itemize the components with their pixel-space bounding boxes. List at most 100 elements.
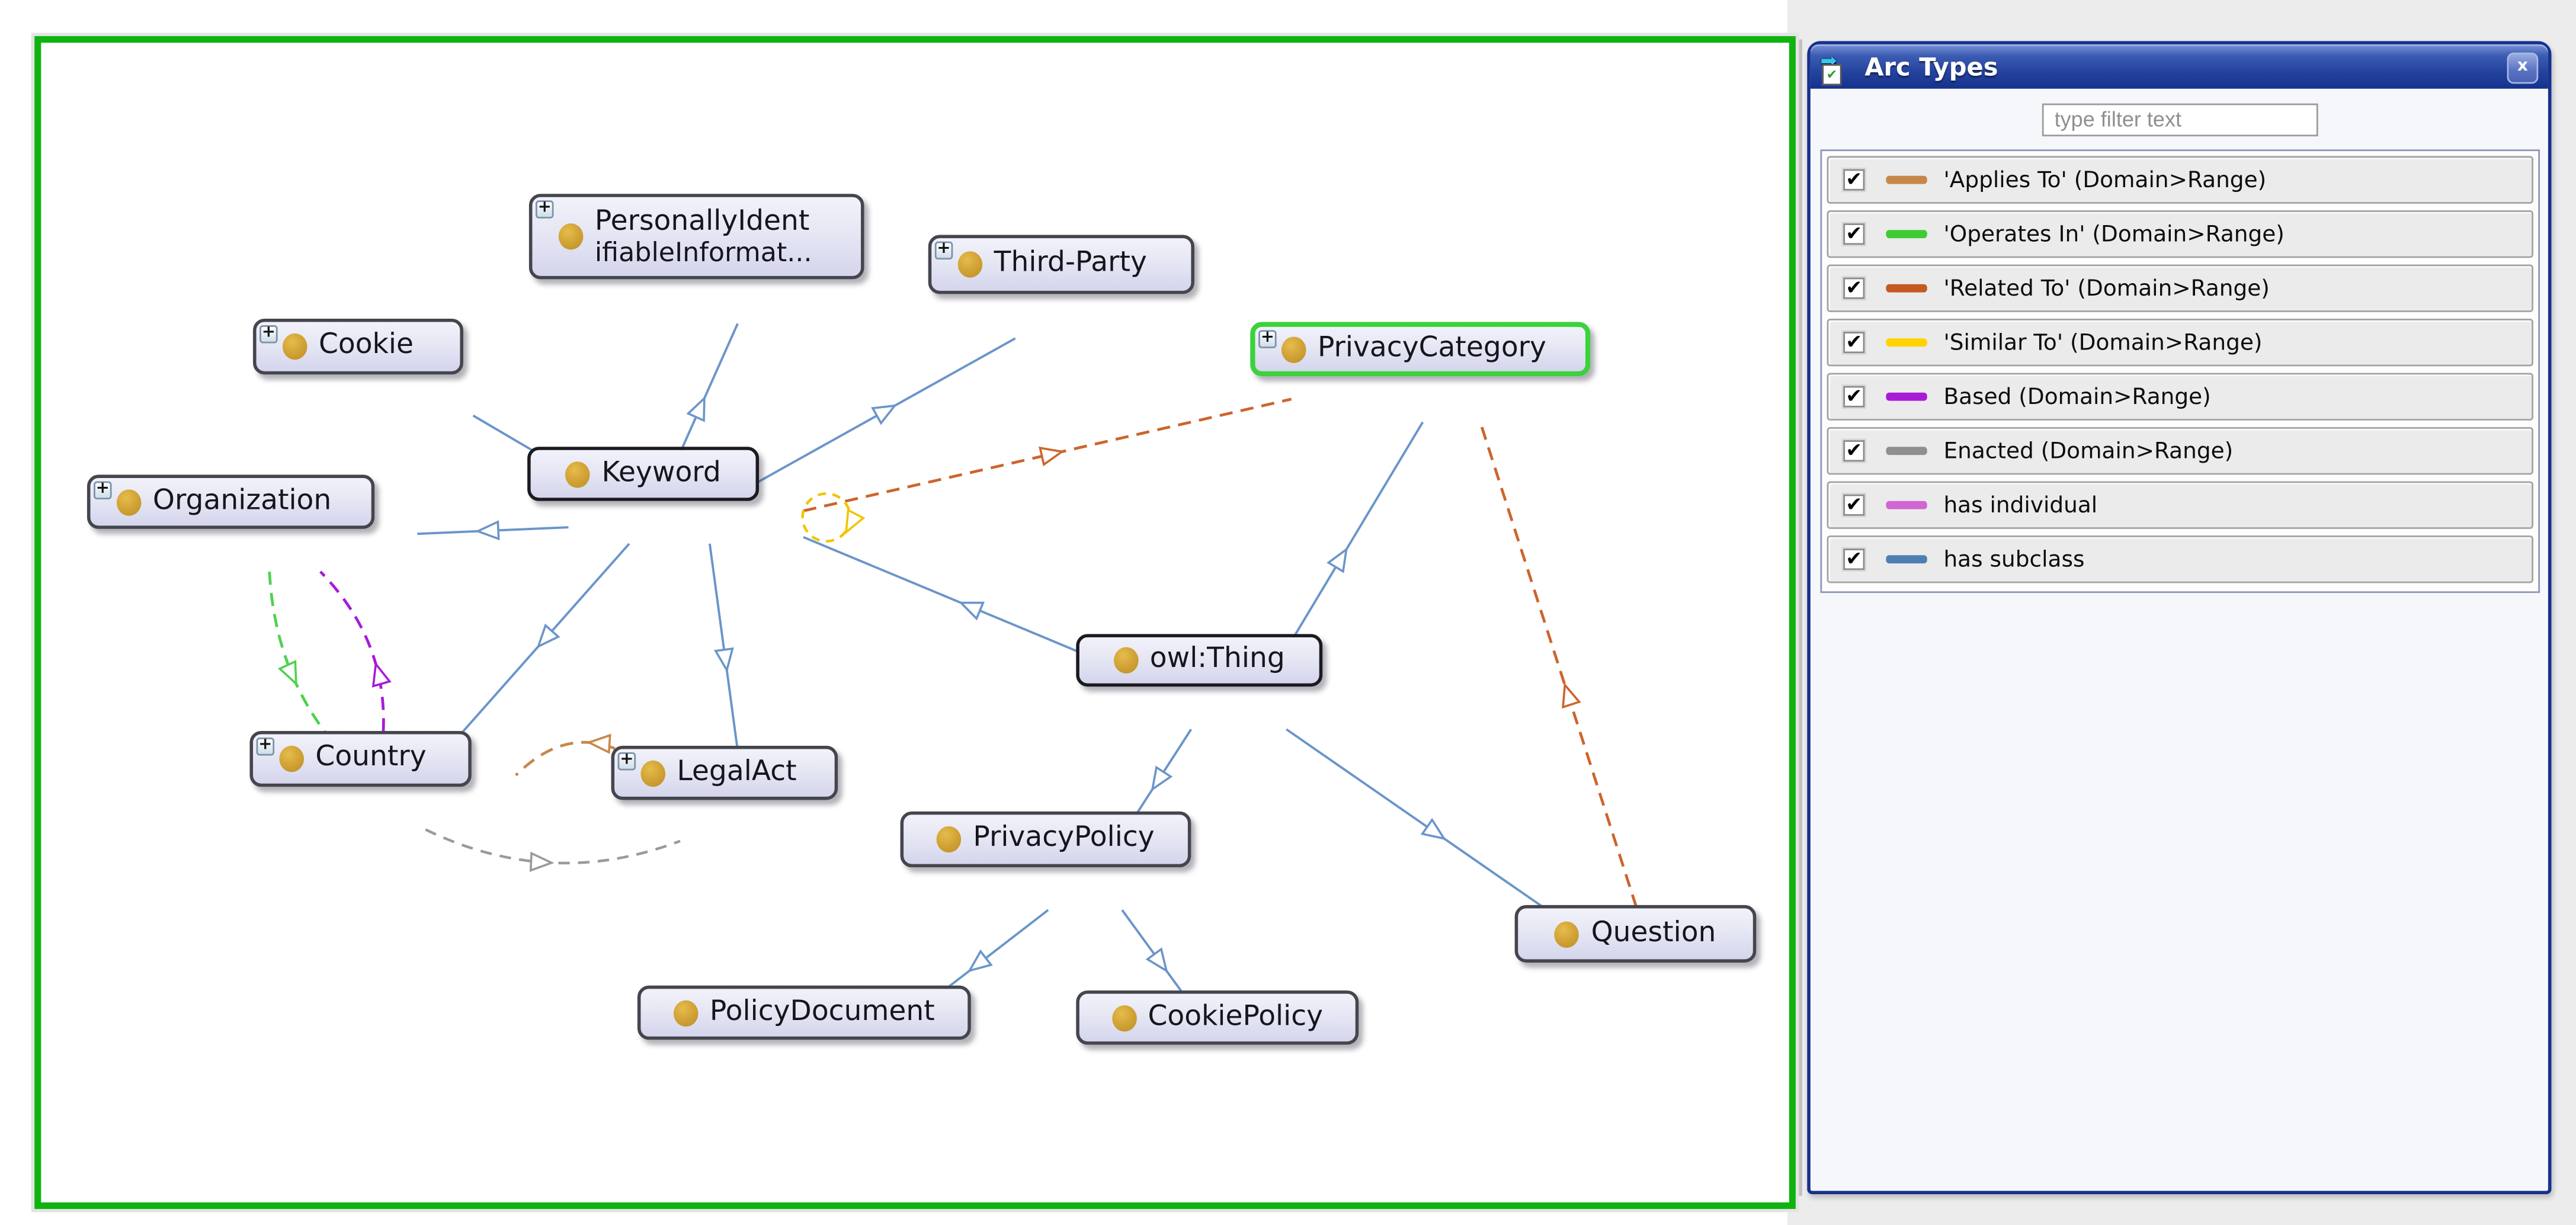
node-policy-document[interactable]: PolicyDocument bbox=[637, 985, 971, 1040]
checkbox[interactable]: ✔ bbox=[1843, 169, 1865, 191]
arrowhead bbox=[536, 623, 560, 649]
close-icon[interactable]: x bbox=[2507, 52, 2539, 84]
splitter[interactable] bbox=[1797, 39, 1802, 1196]
arc-label: has subclass bbox=[1943, 546, 2085, 573]
checkbox[interactable]: ✔ bbox=[1843, 440, 1865, 462]
node-label: Third-Party bbox=[994, 247, 1147, 280]
node-cookie-policy[interactable]: CookiePolicy bbox=[1076, 990, 1359, 1045]
arrowhead bbox=[713, 647, 734, 673]
class-icon bbox=[673, 999, 699, 1026]
edge-related bbox=[803, 397, 1292, 512]
node-label: Question bbox=[1591, 916, 1716, 950]
node-legal-act[interactable]: +LegalAct bbox=[611, 745, 838, 800]
node-label: Keyword bbox=[601, 456, 721, 490]
node-label: Country bbox=[315, 741, 427, 775]
node-label: Cookie bbox=[318, 329, 414, 363]
arrowhead bbox=[1039, 446, 1065, 467]
expand-button[interactable]: + bbox=[934, 240, 953, 260]
node-country[interactable]: + Country bbox=[249, 730, 472, 787]
node-question[interactable]: Question bbox=[1514, 905, 1757, 963]
checkbox[interactable]: ✔ bbox=[1843, 332, 1865, 354]
arrowhead bbox=[1420, 817, 1447, 841]
arc-row-related[interactable]: ✔ 'Related To' (Domain>Range) bbox=[1827, 264, 2533, 312]
checkbox-icon: ✔ bbox=[1822, 63, 1842, 85]
class-icon bbox=[1111, 1004, 1137, 1031]
arc-types-icon: ➡ ✔ bbox=[1820, 49, 1853, 85]
class-icon bbox=[558, 223, 584, 250]
expand-button[interactable]: + bbox=[94, 480, 112, 499]
edge-similar-self-loop bbox=[801, 492, 852, 543]
filter-area bbox=[1811, 102, 2548, 136]
node-privacy-category[interactable]: + PrivacyCategory bbox=[1250, 322, 1591, 377]
class-icon bbox=[957, 251, 983, 278]
arc-row-enacted[interactable]: ✔ Enacted (Domain>Range) bbox=[1827, 426, 2533, 475]
arrowhead bbox=[529, 851, 555, 872]
arrowhead bbox=[958, 601, 985, 621]
color-swatch bbox=[1886, 338, 1927, 347]
arc-label: Based (Domain>Range) bbox=[1943, 383, 2211, 410]
color-swatch bbox=[1886, 447, 1927, 456]
checkbox[interactable]: ✔ bbox=[1843, 386, 1865, 408]
arc-label: 'Applies To' (Domain>Range) bbox=[1943, 166, 2267, 193]
arrowhead bbox=[844, 508, 866, 535]
color-swatch bbox=[1886, 501, 1927, 509]
class-icon bbox=[565, 460, 591, 488]
node-keyword[interactable]: Keyword bbox=[527, 447, 760, 501]
expand-button[interactable]: + bbox=[617, 752, 636, 771]
arc-row-applies[interactable]: ✔ 'Applies To' (Domain>Range) bbox=[1827, 156, 2533, 204]
expand-button[interactable]: + bbox=[259, 325, 278, 344]
node-organization[interactable]: +Organization bbox=[86, 474, 375, 529]
arc-type-list: ✔ 'Applies To' (Domain>Range) ✔'Operates I… bbox=[1820, 149, 2540, 594]
arrowhead bbox=[1327, 547, 1348, 573]
arc-row-subclass[interactable]: ✔ has subclass bbox=[1827, 535, 2533, 583]
checkbox[interactable]: ✔ bbox=[1843, 494, 1865, 516]
edge-related bbox=[1479, 421, 1651, 948]
arrowhead bbox=[277, 659, 297, 687]
node-third-party[interactable]: + Third-Party bbox=[928, 235, 1194, 294]
arrowhead bbox=[586, 733, 611, 754]
panel-titlebar[interactable]: ➡ ✔ Arc Types x bbox=[1810, 44, 2548, 89]
node-label: PrivacyCategory bbox=[1317, 332, 1546, 365]
color-swatch bbox=[1886, 555, 1927, 564]
node-label: owl:Thing bbox=[1149, 643, 1285, 676]
expand-button[interactable]: + bbox=[1258, 329, 1277, 348]
arc-label: 'Similar To' (Domain>Range) bbox=[1943, 329, 2263, 356]
arrowhead bbox=[371, 661, 392, 688]
arc-label: has individual bbox=[1943, 492, 2098, 518]
arrowhead bbox=[1562, 682, 1581, 709]
class-icon bbox=[937, 826, 962, 853]
class-icon bbox=[116, 488, 142, 515]
arrowhead bbox=[686, 396, 706, 422]
arc-types-panel: ➡ ✔ Arc Types x ✔ 'Applies To' (Domain>Ra… bbox=[1807, 41, 2552, 1194]
class-icon bbox=[640, 759, 666, 786]
node-cookie[interactable]: + Cookie bbox=[253, 318, 463, 375]
filter-input[interactable] bbox=[2041, 102, 2318, 136]
color-swatch bbox=[1886, 175, 1927, 184]
arc-label: 'Related To' (Domain>Range) bbox=[1943, 275, 2270, 302]
arc-row-operates[interactable]: ✔'Operates In' (Domain>Range) bbox=[1827, 210, 2533, 258]
checkbox[interactable]: ✔ bbox=[1843, 277, 1865, 299]
arc-row-individual[interactable]: ✔ has individual bbox=[1827, 481, 2533, 529]
node-label: PrivacyPolicy bbox=[973, 822, 1155, 855]
expand-button[interactable]: + bbox=[535, 200, 554, 219]
node-label: PolicyDocument bbox=[709, 995, 935, 1028]
expand-button[interactable]: + bbox=[256, 737, 275, 756]
arrowhead bbox=[1151, 765, 1173, 792]
checkbox[interactable]: ✔ bbox=[1843, 549, 1865, 570]
class-icon bbox=[279, 745, 305, 772]
arc-label: Enacted (Domain>Range) bbox=[1943, 438, 2234, 464]
checkbox[interactable]: ✔ bbox=[1843, 223, 1865, 245]
class-icon bbox=[282, 333, 307, 360]
arrowhead bbox=[967, 949, 993, 973]
class-icon bbox=[1113, 647, 1139, 674]
arrowhead bbox=[871, 404, 898, 425]
arc-row-similar[interactable]: ✔ 'Similar To' (Domain>Range) bbox=[1827, 318, 2533, 367]
arc-row-based[interactable]: ✔ Based (Domain>Range) bbox=[1827, 373, 2533, 421]
node-owl-thing[interactable]: owl:Thing bbox=[1076, 634, 1323, 687]
color-swatch bbox=[1886, 284, 1927, 293]
node-privacy-policy[interactable]: PrivacyPolicy bbox=[900, 811, 1191, 868]
